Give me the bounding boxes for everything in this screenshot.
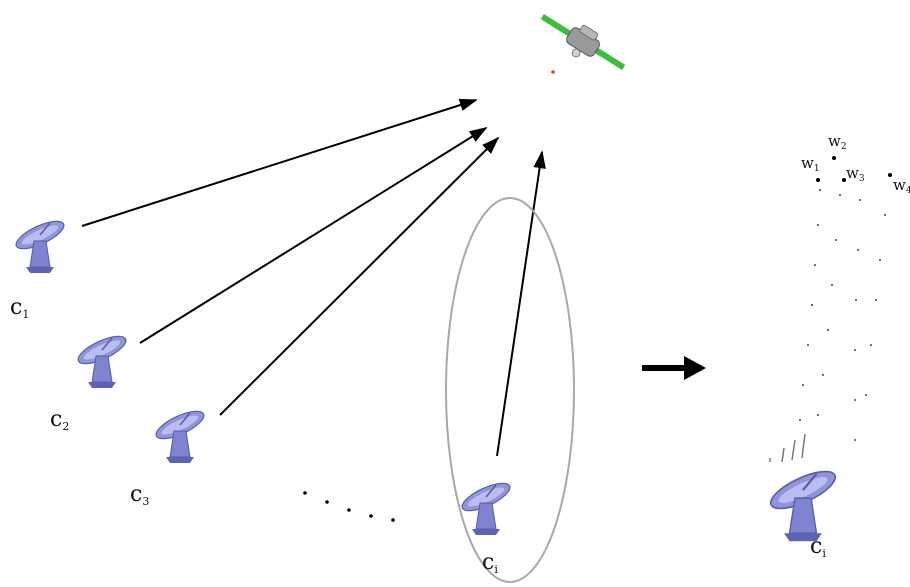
uplink-arrow-c2: [139, 127, 488, 344]
station-label-c3: c3: [130, 482, 149, 508]
dish-antenna-icon: [151, 405, 209, 464]
uplink-arrow-c1: [81, 98, 478, 227]
uplink-arrow-c3: [219, 136, 500, 416]
detail-station-label: ci: [810, 534, 826, 560]
weight-label-w4: w4: [893, 176, 910, 196]
station-label-c1: c1: [10, 295, 29, 321]
station-label-c2: c2: [50, 407, 69, 433]
signal-dot-rays: [799, 189, 886, 441]
uplink-arrow-ci: [496, 150, 546, 457]
dish-antenna-icon: [11, 215, 69, 274]
emission-marks: [769, 433, 806, 463]
dish-antenna-icon: [764, 463, 842, 543]
right-arrow-icon: [642, 356, 706, 380]
dish-antenna-icon: [73, 330, 131, 389]
weight-label-w2: w2: [828, 132, 847, 152]
weight-points: [816, 156, 892, 182]
ellipsis-dots: [303, 491, 395, 522]
satellite-icon: [540, 14, 626, 70]
dish-antenna-icon: [457, 477, 515, 536]
station-label-ci: ci: [482, 550, 498, 576]
weight-label-w1: w1: [801, 154, 820, 174]
satellite-beacon: [551, 70, 555, 74]
weight-label-w3: w3: [846, 164, 865, 184]
selection-ellipse: [445, 197, 575, 583]
